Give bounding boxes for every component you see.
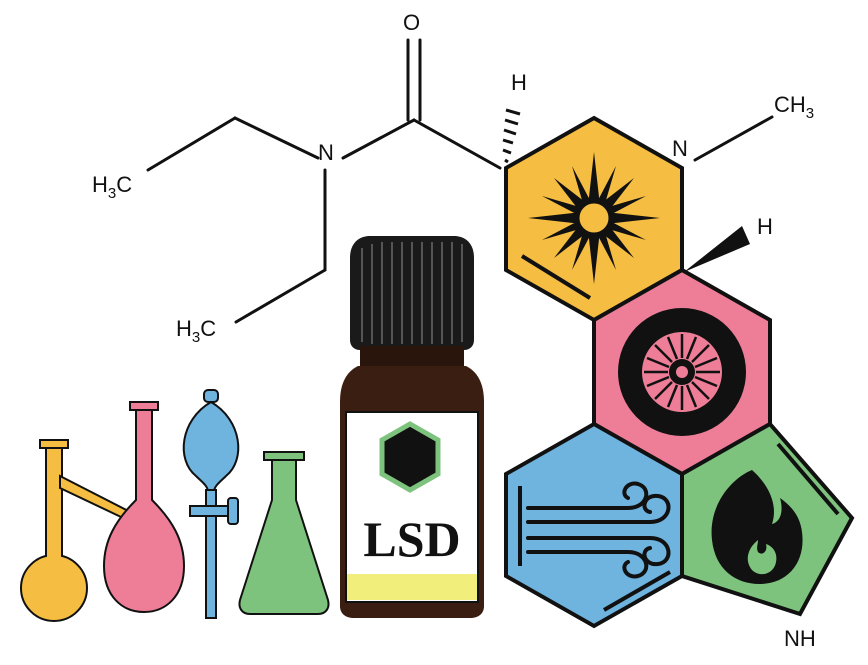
ethyl-upper-h: H	[92, 172, 108, 197]
hexagon-logo-icon	[379, 421, 441, 493]
lsd-bottle: LSD	[340, 236, 484, 618]
volumetric-flask-icon	[102, 401, 186, 614]
ethyl-lower-h: H	[176, 316, 192, 341]
ethyl-upper-label: H3C	[92, 172, 132, 202]
indole-nh-label: NH	[784, 626, 816, 651]
wind-icon	[526, 481, 671, 579]
erlenmeyer-flask-icon	[238, 451, 330, 615]
hydrogen-top-label: H	[511, 70, 527, 95]
methyl-nitrogen-label: N	[672, 136, 688, 161]
ethyl-lower-c: C	[200, 316, 216, 341]
label-stripe	[347, 574, 477, 600]
methyl-ch: CH	[774, 92, 806, 117]
methyl-sub: 3	[806, 105, 814, 122]
atom-labels: O N H N H NH CH3 H3C H3C	[92, 10, 816, 651]
ethyl-lower-sub: 3	[192, 329, 200, 346]
distillation-flask-icon	[20, 439, 144, 622]
separatory-funnel-icon	[182, 389, 240, 619]
methyl-label: CH3	[774, 92, 814, 122]
ethyl-upper-sub: 3	[108, 185, 116, 202]
hydrogen-right-label: H	[757, 214, 773, 239]
amide-nitrogen-label: N	[318, 140, 334, 165]
oxygen-label: O	[403, 10, 420, 35]
flame-icon	[711, 470, 803, 584]
ethyl-lower-label: H3C	[176, 316, 216, 346]
sun-icon	[528, 152, 660, 284]
solid-wedge	[684, 226, 750, 272]
eye-icon	[618, 308, 746, 436]
bottle-neck	[360, 346, 464, 366]
hashed-wedge	[502, 108, 521, 164]
bottle-label-text: LSD	[363, 511, 460, 567]
ethyl-upper-c: C	[116, 172, 132, 197]
cap-ridges	[361, 242, 463, 344]
molecule-bonds	[146, 38, 774, 324]
